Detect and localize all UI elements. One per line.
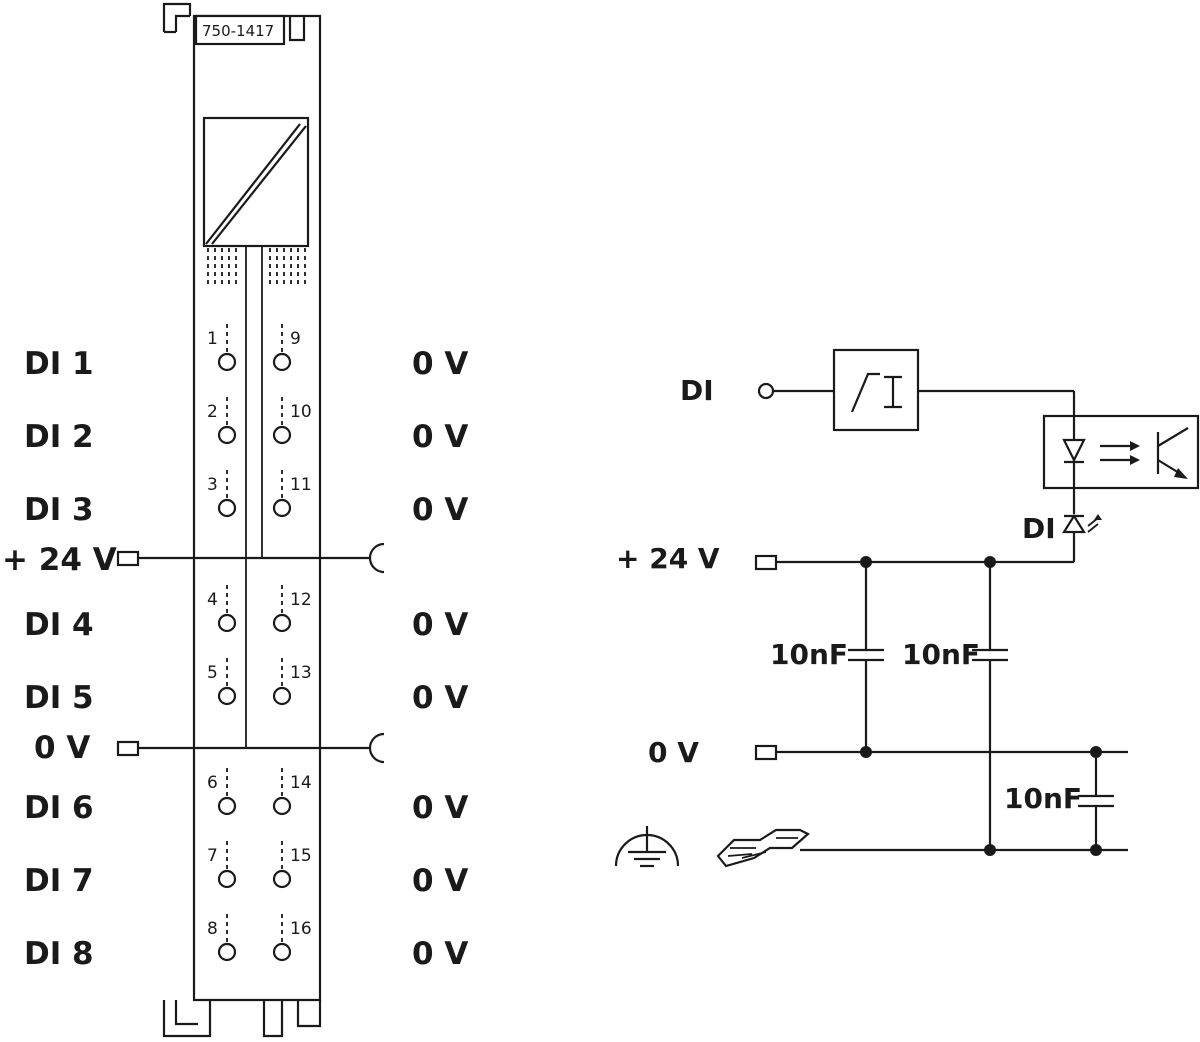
terminal-number: 7 (207, 846, 218, 866)
terminal-clamp-7[interactable]: 7 (207, 841, 237, 889)
label-di4: DI 4 (24, 607, 94, 643)
terminal-clamp-11[interactable]: 11 (272, 470, 312, 518)
terminal-clamp-icon (217, 425, 237, 445)
label-0v-right-6: 0 V (412, 790, 468, 826)
label-0v-right-7: 0 V (412, 863, 468, 899)
terminal-clamp-icon (272, 425, 292, 445)
label-0v-right-3: 0 V (412, 492, 468, 528)
left-labels: DI 1 DI 2 DI 3 + 24 V DI 4 DI 5 0 V DI 6… (2, 346, 117, 972)
schematic-label-di: DI (680, 374, 714, 407)
terminal-0v-left[interactable] (116, 740, 140, 757)
label-di1: DI 1 (24, 346, 94, 382)
terminal-number: 16 (290, 919, 312, 939)
di-input-terminal-icon[interactable] (757, 382, 775, 400)
terminal-clamp-icon (217, 613, 237, 633)
schematic-label-di-led: DI (1022, 512, 1056, 545)
terminal-number: 10 (290, 402, 312, 422)
terminal-clamp-4[interactable]: 4 (207, 585, 237, 633)
terminal-number: 5 (207, 663, 218, 683)
converter-pins-left (207, 248, 237, 286)
terminal-clamp-icon (217, 498, 237, 518)
cap1-label: 10nF (770, 638, 848, 671)
model-label: 750-1417 (202, 22, 274, 40)
converter-pins-right (269, 248, 306, 286)
terminal-number: 11 (290, 475, 312, 495)
terminal-number: 4 (207, 590, 218, 610)
terminal-number: 9 (290, 329, 301, 349)
label-0v-right-2: 0 V (412, 419, 468, 455)
module-housing: 750-1417 (162, 2, 322, 1038)
cap2-label: 10nF (902, 638, 980, 671)
terminal-number: 12 (290, 590, 312, 610)
terminal-clamp-5[interactable]: 5 (207, 658, 237, 706)
schematic-label-0v: 0 V (648, 736, 699, 769)
terminal-clamp-icon (272, 498, 292, 518)
terminal-clamp-9[interactable]: 9 (272, 324, 301, 372)
label-plus24: + 24 V (2, 542, 117, 578)
terminal-clamp-icon (217, 352, 237, 372)
terminal-clamp-icon (217, 942, 237, 962)
schematic-terminal-0v[interactable] (754, 744, 778, 761)
terminal-clamp-14[interactable]: 14 (272, 768, 312, 816)
input-schematic: DI (614, 348, 1200, 868)
converter-block (202, 116, 310, 286)
terminal-clamp-icon (217, 796, 237, 816)
model-label-box (194, 14, 286, 46)
terminal-clamp-12[interactable]: 12 (272, 585, 312, 633)
terminal-number: 3 (207, 475, 218, 495)
label-0v: 0 V (34, 730, 90, 766)
terminal-clamp-icon (272, 942, 292, 962)
terminal-number: 15 (290, 846, 312, 866)
terminal-clamp-icon (272, 686, 292, 706)
din-rail-icon (716, 828, 810, 868)
terminal-number: 13 (290, 663, 312, 683)
label-di2: DI 2 (24, 419, 94, 455)
jumper-socket-icon (368, 542, 385, 574)
label-0v-right-4: 0 V (412, 607, 468, 643)
terminal-number: 1 (207, 329, 218, 349)
terminal-clamp-icon (272, 352, 292, 372)
terminal-plus24-left[interactable] (116, 550, 140, 567)
terminal-clamp-15[interactable]: 15 (272, 841, 312, 889)
terminal-clamp-icon (272, 869, 292, 889)
label-di6: DI 6 (24, 790, 94, 826)
terminal-clamp-3[interactable]: 3 (207, 470, 237, 518)
schematic-label-plus24: + 24 V (616, 542, 720, 575)
terminal-clamp-icon (272, 613, 292, 633)
terminal-clamp-icon (217, 686, 237, 706)
terminal-clamp-2[interactable]: 2 (207, 397, 237, 445)
terminal-clamp-1[interactable]: 1 (207, 324, 237, 372)
optocoupler-icon (1042, 414, 1200, 490)
label-0v-right-1: 0 V (412, 346, 468, 382)
label-di5: DI 5 (24, 680, 94, 716)
terminal-number: 14 (290, 773, 312, 793)
terminal-number: 2 (207, 402, 218, 422)
label-0v-right-8: 0 V (412, 936, 468, 972)
terminal-clamp-icon (217, 869, 237, 889)
terminal-clamp-10[interactable]: 10 (272, 397, 312, 445)
label-di7: DI 7 (24, 863, 94, 899)
cap3-label: 10nF (1004, 782, 1082, 815)
right-labels: 0 V 0 V 0 V 0 V 0 V 0 V 0 V 0 V (412, 346, 468, 972)
ground-symbol-icon (614, 826, 680, 868)
terminal-clamp-8[interactable]: 8 (207, 914, 237, 962)
input-filter-icon (832, 348, 920, 432)
label-di8: DI 8 (24, 936, 94, 972)
schematic-terminal-plus24[interactable] (754, 554, 778, 571)
led-icon (1062, 513, 1102, 534)
supply-0v-line (116, 732, 385, 764)
terminal-group: 1 9 2 10 3 11 4 12 5 13 6 14 7 15 8 16 (207, 324, 312, 962)
label-di3: DI 3 (24, 492, 94, 528)
supply-plus24-line (116, 542, 385, 574)
terminal-clamp-6[interactable]: 6 (207, 768, 237, 816)
terminal-clamp-13[interactable]: 13 (272, 658, 312, 706)
terminal-clamp-icon (272, 796, 292, 816)
terminal-clamp-16[interactable]: 16 (272, 914, 312, 962)
label-0v-right-5: 0 V (412, 680, 468, 716)
terminal-number: 8 (207, 919, 218, 939)
jumper-socket-icon (368, 732, 385, 764)
terminal-number: 6 (207, 773, 218, 793)
